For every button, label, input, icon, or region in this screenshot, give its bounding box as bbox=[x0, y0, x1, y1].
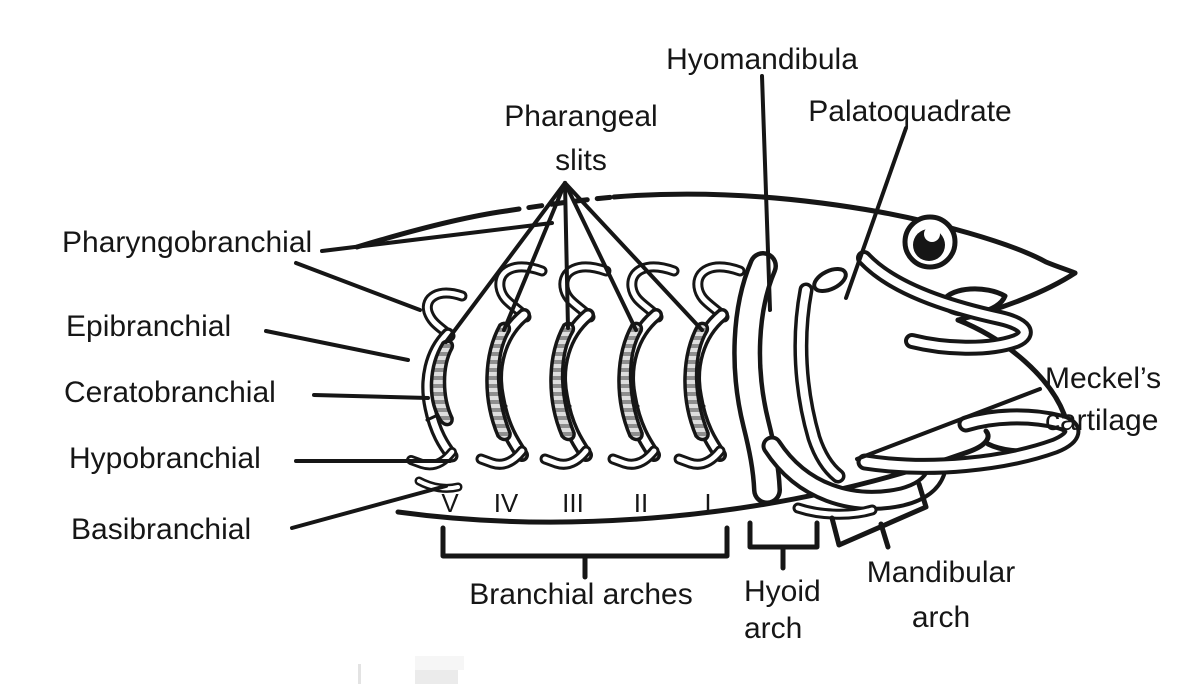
hyoid-arch-bracket bbox=[747, 520, 820, 550]
hypobranchial-bone-fill bbox=[610, 448, 657, 467]
mandibular-arch-bracket-tick bbox=[878, 521, 891, 550]
brackets bbox=[440, 481, 929, 580]
label-hypobranchial: Hypobranchial bbox=[69, 442, 261, 475]
leader-meckels-cartilage bbox=[855, 387, 1042, 461]
labels: Pharyngobranchial Epibranchial Ceratobra… bbox=[62, 43, 1161, 645]
arch-numeral-IV: IV bbox=[494, 488, 519, 518]
label-meckels-cartilage-line2: cartilage bbox=[1045, 404, 1158, 437]
label-meckels-cartilage-line1: Meckel’s bbox=[1045, 362, 1161, 395]
pointer-line-slit-IV bbox=[502, 181, 567, 332]
arch-numeral-I: I bbox=[704, 488, 711, 518]
basihyal-bone-fill bbox=[795, 505, 875, 517]
label-mandibular-arch-line2: arch bbox=[912, 601, 970, 634]
pharyngeal-slit-III bbox=[549, 321, 576, 442]
leader-basibranchial bbox=[290, 484, 448, 530]
label-hyoid-arch-line2: arch bbox=[744, 612, 802, 645]
hyoid-accessory-bone-fill bbox=[796, 286, 842, 480]
hypobranchial-bone-fill bbox=[408, 449, 455, 468]
label-hyomandibula: Hyomandibula bbox=[666, 43, 858, 76]
fish-dorsal-outline-dashed bbox=[503, 194, 617, 214]
label-palatoquadrate: Palatoquadrate bbox=[808, 95, 1012, 128]
label-ceratobranchial: Ceratobranchial bbox=[64, 376, 276, 409]
label-pharyngeal-slits-line1: Pharangeal bbox=[504, 100, 657, 133]
label-basibranchial: Basibranchial bbox=[71, 513, 251, 546]
screenshot-artifact-line bbox=[358, 664, 361, 684]
label-hyoid-arch-line1: Hyoid bbox=[744, 575, 821, 608]
pharyngeal-slit-IV bbox=[485, 321, 512, 442]
leader-hyomandibula bbox=[760, 74, 772, 312]
screenshot-artifact-rect-top bbox=[415, 656, 464, 670]
label-mandibular-arch-line1: Mandibular bbox=[867, 556, 1015, 589]
hypobranchial-bone-fill bbox=[676, 448, 723, 467]
leader-lines bbox=[264, 74, 1042, 530]
mandibular-arch-bones bbox=[812, 250, 1081, 475]
arch-numerals: V IV III II I bbox=[441, 488, 711, 518]
hypobranchial-bone-fill bbox=[478, 448, 525, 467]
pointer-line-slit-V bbox=[444, 181, 567, 344]
band-fill bbox=[424, 330, 456, 460]
label-pharyngeal-slits-line2: slits bbox=[555, 144, 607, 177]
leader-epibranchial bbox=[264, 329, 410, 362]
eye-highlight bbox=[924, 226, 940, 242]
pharyngobranchial-bone-fill bbox=[561, 264, 609, 320]
label-pharyngobranchial: Pharyngobranchial bbox=[62, 226, 312, 259]
meckels-cartilage-bone-fill bbox=[860, 412, 1077, 471]
hypobranchial-bone-fill bbox=[542, 448, 589, 467]
arch-numeral-III: III bbox=[562, 488, 584, 518]
hyomandibula-bone-fill bbox=[736, 255, 778, 501]
ceratohyal-bone-fill bbox=[765, 439, 943, 507]
leader-palatoquadrate bbox=[844, 126, 908, 300]
pharyngeal-slit-I bbox=[683, 321, 710, 442]
pharyngobranchial-bone-fill bbox=[424, 290, 465, 339]
fish-dorsal-outline-right bbox=[611, 191, 1078, 276]
pharyngeal-slit-II bbox=[617, 321, 644, 442]
pointer-line-slit-III bbox=[563, 181, 570, 330]
leader-pharyngobranchial-upper bbox=[320, 221, 554, 253]
pharyngobranchial-bone-fill bbox=[629, 264, 677, 320]
pointer-line-slit-I bbox=[563, 181, 704, 332]
leader-ceratobranchial bbox=[312, 393, 430, 400]
fish-dorsal-outline-left bbox=[354, 208, 509, 250]
fish-ventral-outline bbox=[395, 428, 991, 525]
arch-numeral-V: V bbox=[441, 488, 459, 518]
pharyngeal-slits bbox=[429, 321, 710, 442]
screenshot-artifacts bbox=[358, 656, 464, 684]
eye bbox=[902, 214, 958, 270]
pointer-line-slit-II bbox=[563, 181, 638, 332]
arch-numeral-II: II bbox=[634, 488, 648, 518]
hyoid-arch-bones bbox=[732, 251, 947, 520]
orbital-process-bone bbox=[812, 267, 848, 293]
pharyngobranchial-bone-fill bbox=[695, 264, 743, 320]
screenshot-artifact-rect-bottom bbox=[415, 670, 458, 684]
label-epibranchial: Epibranchial bbox=[66, 310, 231, 343]
palatoquadrate-bone-fill bbox=[860, 254, 1029, 352]
pharyngeal-slit-pointer-lines bbox=[444, 181, 704, 344]
pharyngeal-slit-V bbox=[429, 339, 455, 427]
branchial-arch-V bbox=[406, 287, 468, 493]
branchial-arches-bracket bbox=[440, 525, 730, 559]
label-branchial-arches: Branchial arches bbox=[469, 578, 692, 611]
leader-pharyngobranchial-lower bbox=[294, 261, 422, 312]
